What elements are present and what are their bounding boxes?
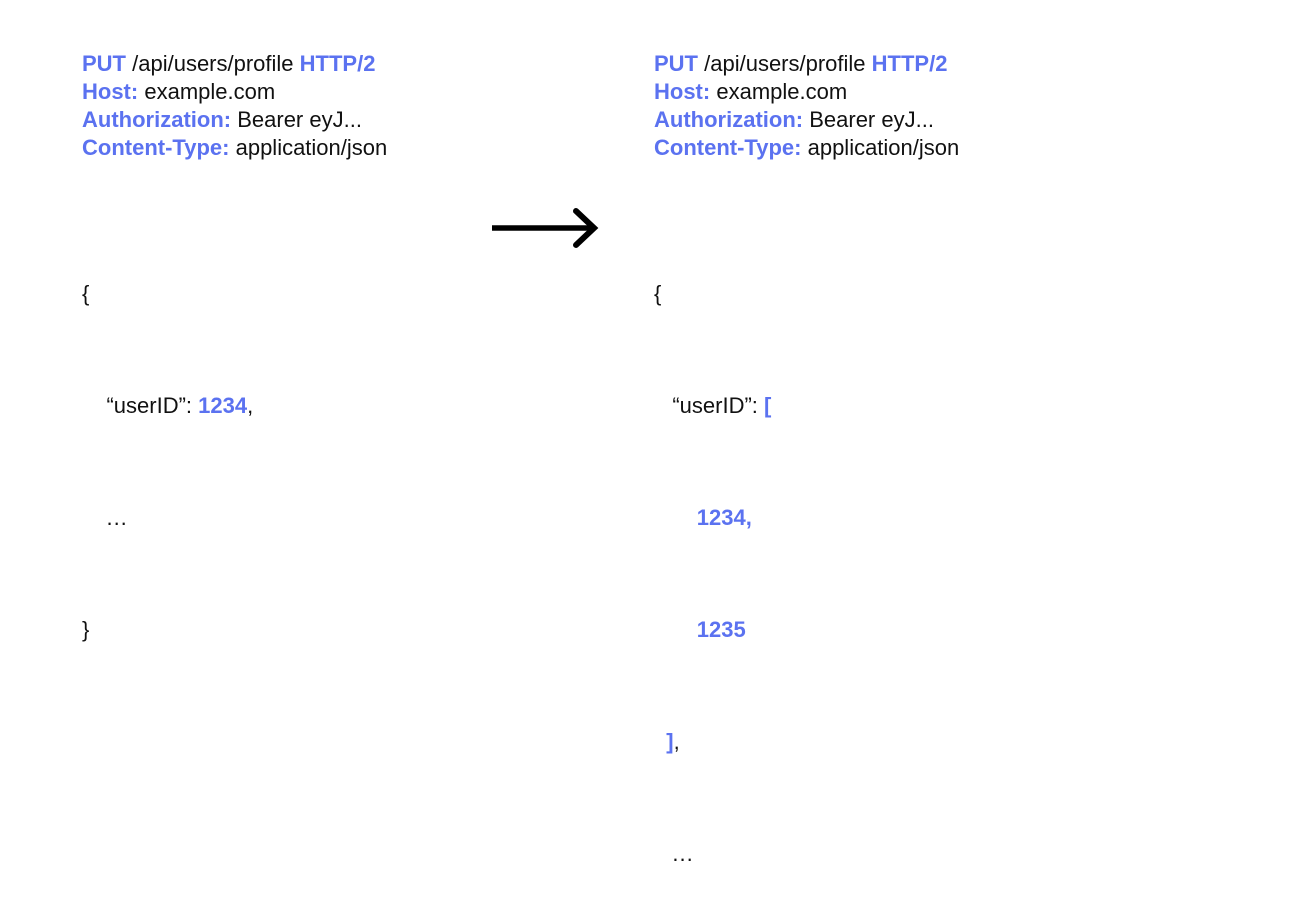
header-value-content-type: application/json (235, 135, 388, 160)
json-array-item-2: 1235 (696, 617, 746, 642)
arrow-right-glyph (492, 208, 599, 248)
header-row-authorization: Authorization: Bearer eyJ... (654, 106, 959, 134)
request-transformation-diagram: PUT /api/users/profile HTTP/2 Host: exam… (82, 51, 959, 866)
json-line: ... (654, 840, 959, 868)
http-version: HTTP/2 (871, 51, 948, 76)
header-name-host: Host: (82, 79, 139, 104)
arrow-right-icon (488, 200, 604, 256)
json-line: “userID”: [ (654, 392, 959, 420)
http-headers-after: PUT /api/users/profile HTTP/2 Host: exam… (654, 50, 959, 162)
json-line: { (82, 280, 387, 308)
http-headers-before: PUT /api/users/profile HTTP/2 Host: exam… (82, 50, 387, 162)
json-array-item-1: 1234, (696, 505, 752, 530)
request-path: /api/users/profile (132, 51, 294, 76)
header-value-content-type: application/json (807, 135, 960, 160)
request-line-after: PUT /api/users/profile HTTP/2 (654, 50, 959, 78)
json-text: { (654, 281, 662, 306)
json-ellipsis: ... (106, 505, 128, 530)
json-line: 1235 (654, 616, 959, 644)
json-line: } (82, 616, 387, 644)
json-line: 1234, (654, 504, 959, 532)
json-line: ... (82, 504, 387, 532)
json-key: “userID”: (672, 393, 765, 418)
header-value-authorization: Bearer eyJ... (809, 107, 934, 132)
header-name-content-type: Content-Type: (82, 135, 230, 160)
header-value-authorization: Bearer eyJ... (237, 107, 362, 132)
json-line: ], (654, 728, 959, 756)
json-line: { (654, 280, 959, 308)
json-tail: , (673, 729, 680, 754)
json-ellipsis: ... (672, 841, 694, 866)
header-row-content-type: Content-Type: application/json (82, 134, 387, 162)
json-text: } (82, 617, 90, 642)
json-body-after: { “userID”: [ 1234, 1235 ], ... } (654, 196, 959, 908)
request-path: /api/users/profile (704, 51, 866, 76)
json-array-open-bracket: [ (764, 393, 772, 418)
json-tail: , (247, 393, 254, 418)
json-value-userid: 1234 (198, 393, 248, 418)
json-key: “userID”: (106, 393, 199, 418)
header-row-authorization: Authorization: Bearer eyJ... (82, 106, 387, 134)
header-name-authorization: Authorization: (654, 107, 804, 132)
request-line-before: PUT /api/users/profile HTTP/2 (82, 50, 387, 78)
request-panel-after: PUT /api/users/profile HTTP/2 Host: exam… (654, 50, 959, 908)
header-name-authorization: Authorization: (82, 107, 232, 132)
header-name-host: Host: (654, 79, 711, 104)
header-row-host: Host: example.com (654, 78, 959, 106)
json-line: “userID”: 1234, (82, 392, 387, 420)
header-name-content-type: Content-Type: (654, 135, 802, 160)
header-row-host: Host: example.com (82, 78, 387, 106)
header-value-host: example.com (144, 79, 276, 104)
json-array-close-bracket: ] (666, 729, 674, 754)
http-method: PUT (82, 51, 126, 76)
header-row-content-type: Content-Type: application/json (654, 134, 959, 162)
header-value-host: example.com (716, 79, 848, 104)
http-method: PUT (654, 51, 698, 76)
http-version: HTTP/2 (299, 51, 376, 76)
json-body-before: { “userID”: 1234, ... } (82, 196, 387, 728)
request-panel-before: PUT /api/users/profile HTTP/2 Host: exam… (82, 50, 387, 728)
json-text: { (82, 281, 90, 306)
